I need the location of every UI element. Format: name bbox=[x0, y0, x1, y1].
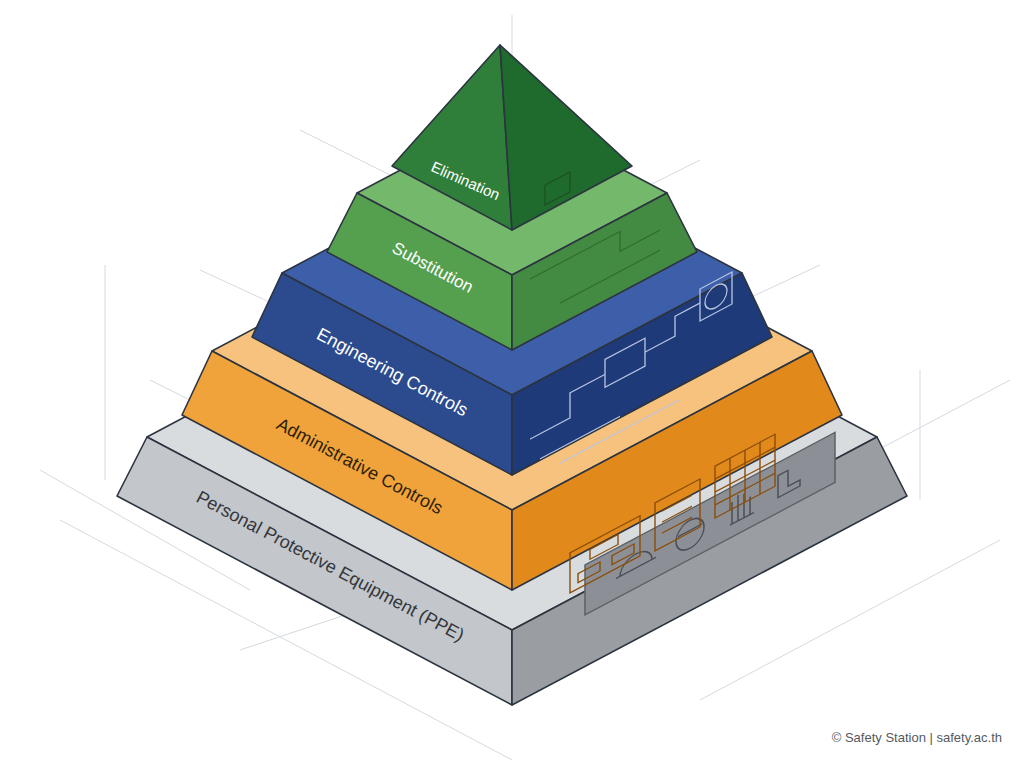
elimination-panel-lines bbox=[545, 172, 570, 205]
construction-lines bbox=[40, 15, 1010, 760]
admin-icons bbox=[570, 434, 775, 596]
substitution-panel-lines bbox=[530, 210, 660, 319]
ppe-icons bbox=[585, 432, 835, 615]
watermark: © Safety Station | safety.ac.th bbox=[832, 730, 1002, 745]
